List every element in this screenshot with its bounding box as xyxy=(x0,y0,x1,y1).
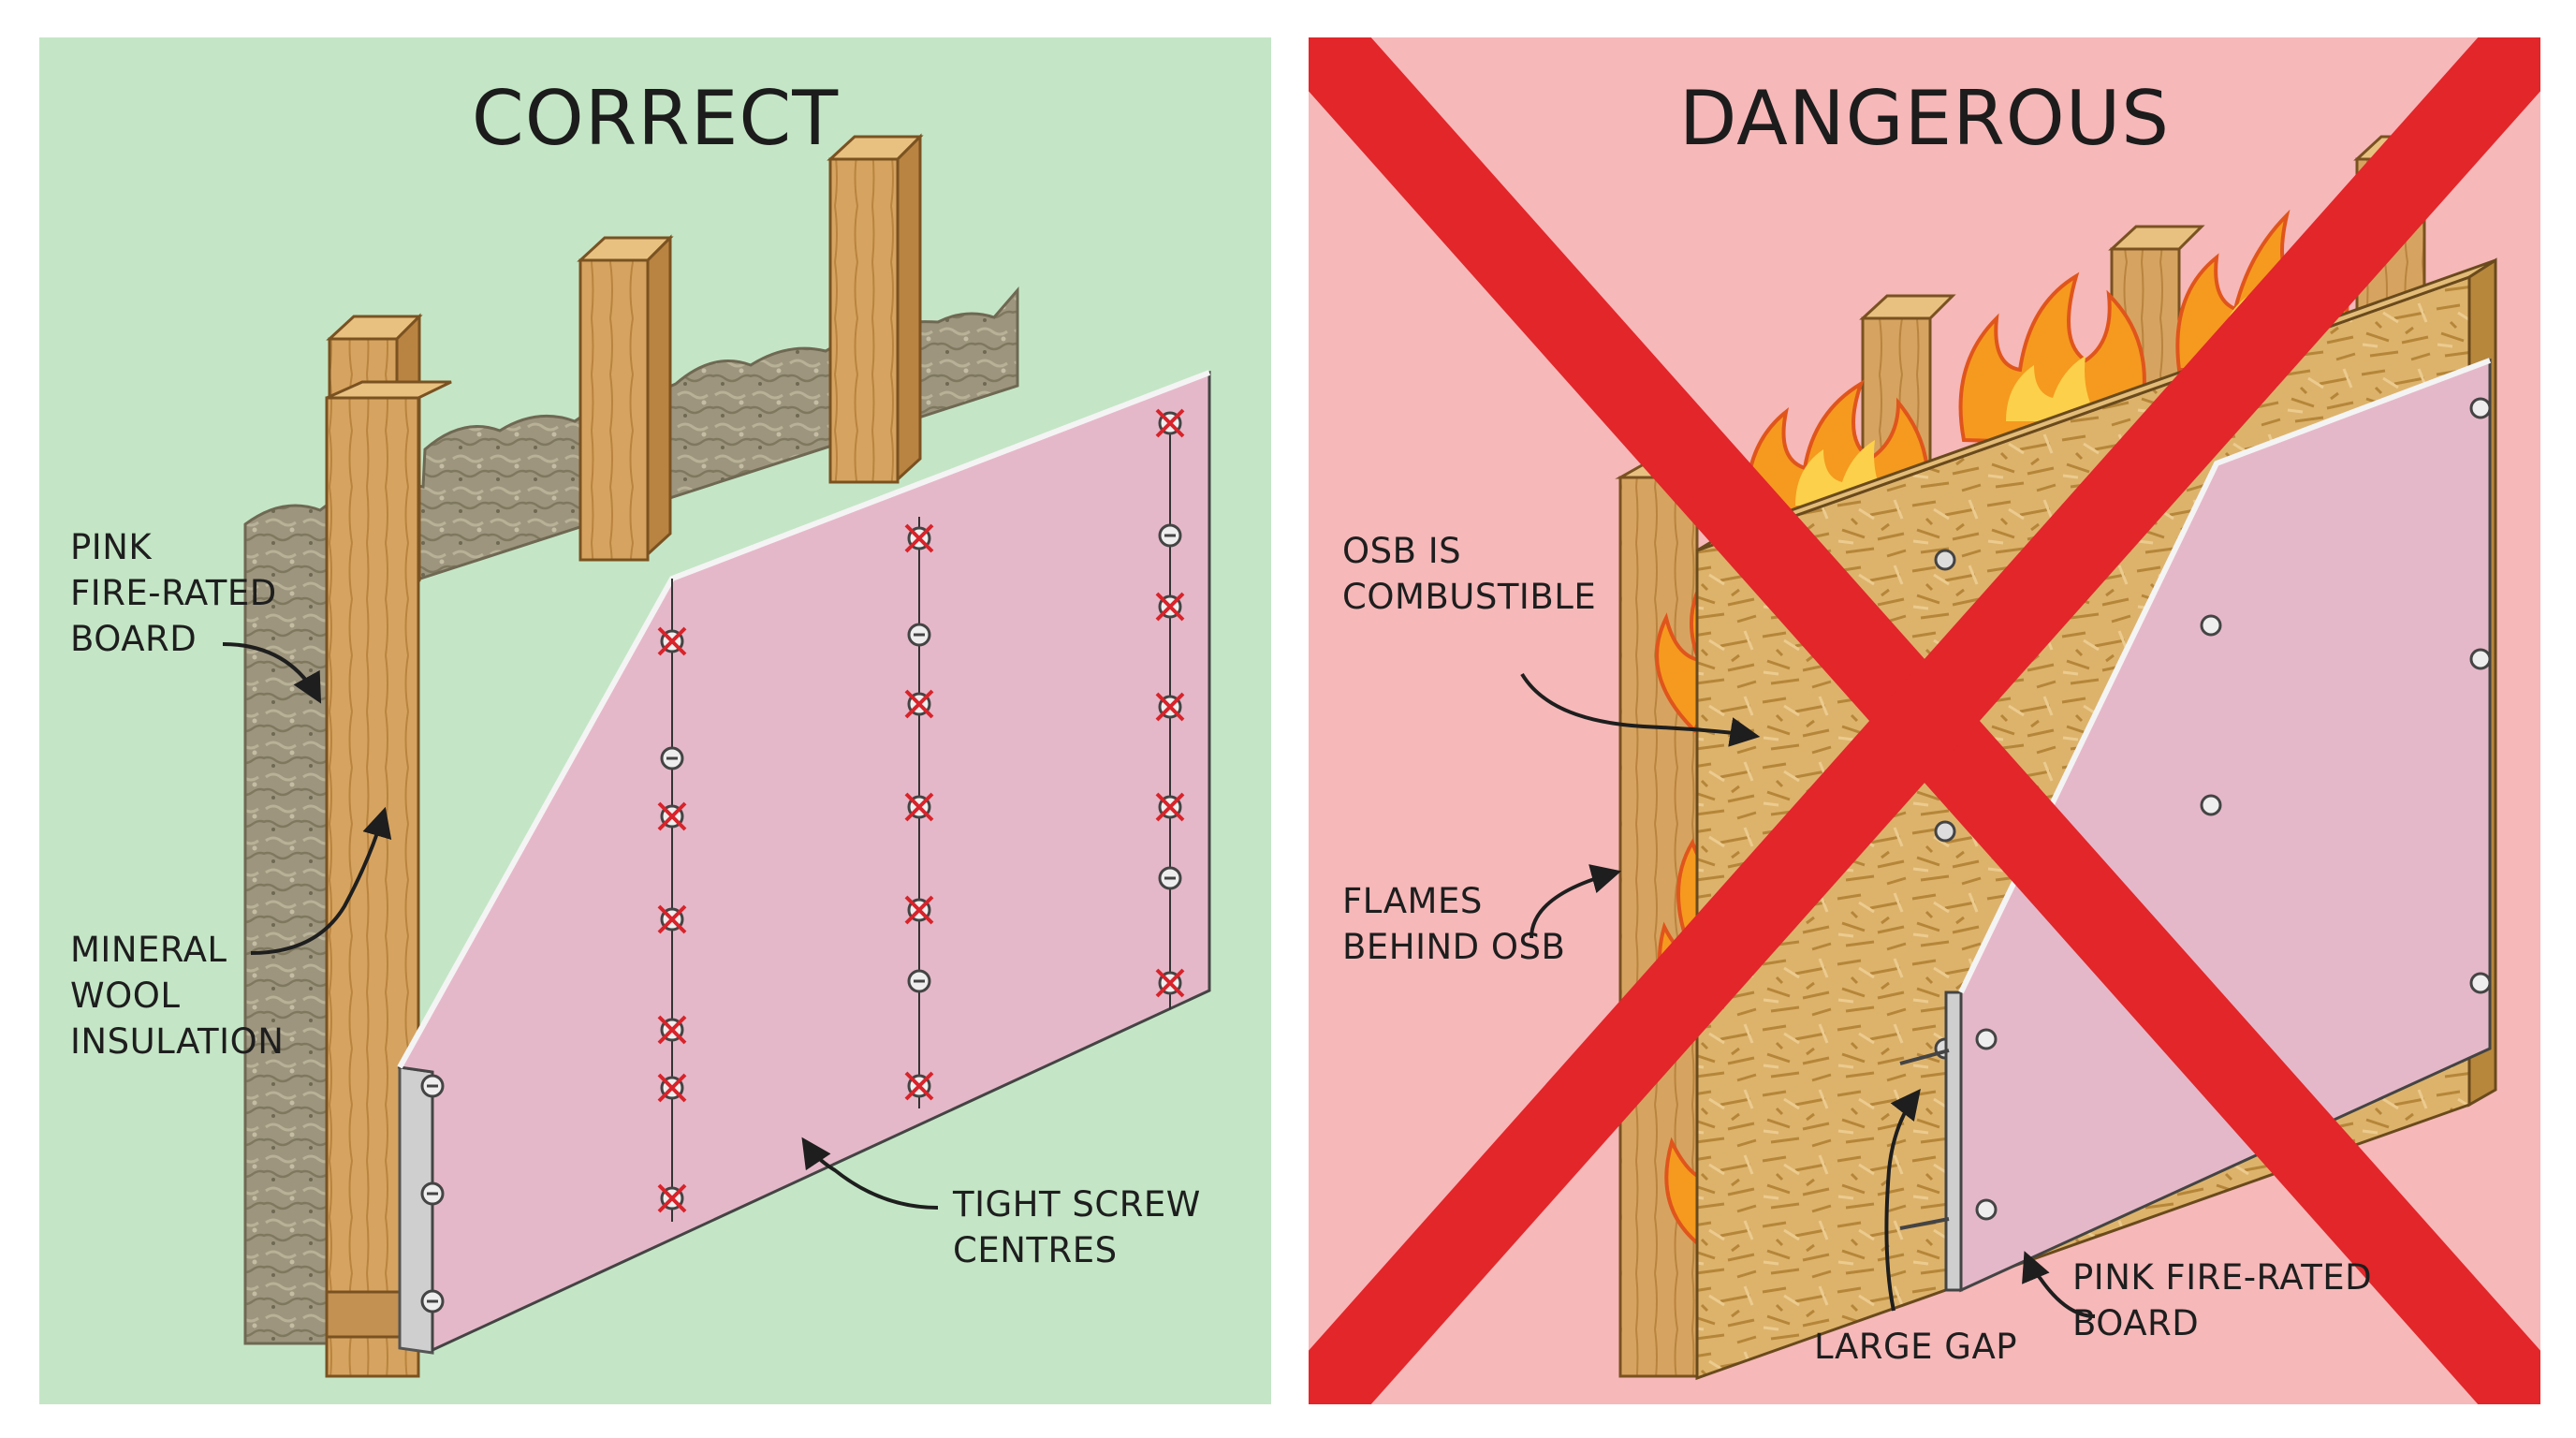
insulation-label: MINERAL WOOL INSULATION xyxy=(70,927,284,1064)
board-label: PINK FIRE-RATED BOARD xyxy=(70,524,277,662)
insulation-label-line-2: WOOL xyxy=(70,976,181,1016)
pink-board-label: PINK FIRE-RATED BOARD xyxy=(2072,1255,2372,1346)
board-label-line-1: PINK xyxy=(70,527,153,567)
screw-markers xyxy=(420,408,1185,1313)
pink-board-label-line-2: BOARD xyxy=(2072,1303,2200,1343)
leader-arrows xyxy=(222,642,939,1210)
stud-2 xyxy=(577,234,674,562)
insulation-label-line-1: MINERAL xyxy=(70,930,227,970)
insulation-label-line-3: INSULATION xyxy=(70,1021,285,1062)
timber-studs xyxy=(325,133,924,1378)
correct-title: CORRECT xyxy=(471,75,840,162)
screws-label-line-1: TIGHT SCREW xyxy=(953,1184,1201,1225)
gap-label: LARGE GAP xyxy=(1814,1324,2017,1370)
pink-board-arrow xyxy=(2022,1251,2096,1318)
insulation-arrow xyxy=(250,806,392,955)
screws-arrow xyxy=(801,1137,939,1210)
board-label-line-3: BOARD xyxy=(70,619,198,659)
screws-label-line-2: CENTRES xyxy=(953,1230,1118,1270)
dangerous-panel: DANGEROUS OSB IS COMBUSTIBLE FLAMES BEHI… xyxy=(1309,37,2540,1404)
dangerous-wall-illustration xyxy=(1309,37,2540,1404)
correct-wall-illustration xyxy=(222,133,1211,1378)
stud-3 xyxy=(827,133,924,484)
gap-label-line-1: LARGE GAP xyxy=(1814,1327,2018,1367)
dangerous-title: DANGEROUS xyxy=(1678,75,2171,162)
flames-label-line-2: BEHIND OSB xyxy=(1342,927,1566,967)
exposed-screws xyxy=(1899,1049,1950,1230)
screws-label: TIGHT SCREW CENTRES xyxy=(953,1181,1201,1273)
board-label-line-2: FIRE-RATED xyxy=(70,573,277,613)
pink-board-label-line-1: PINK FIRE-RATED xyxy=(2072,1257,2373,1298)
flames-label: FLAMES BEHIND OSB xyxy=(1342,878,1565,970)
pink-fire-rated-board xyxy=(397,370,1211,1355)
osb-label-line-1: OSB IS xyxy=(1342,531,1462,571)
osb-arrow xyxy=(1520,672,1761,747)
leader-arrows xyxy=(1520,672,2096,1318)
correct-panel: CORRECT PINK FIRE-RATED BOARD MINERAL WO… xyxy=(39,37,1271,1404)
gap-arrow xyxy=(1884,1088,1921,1312)
osb-label-line-2: COMBUSTIBLE xyxy=(1342,577,1597,617)
warning-cross xyxy=(1309,37,2540,1404)
flames-label-line-1: FLAMES xyxy=(1342,881,1483,921)
osb-label: OSB IS COMBUSTIBLE xyxy=(1342,528,1596,620)
flames-arrow xyxy=(1530,864,1622,939)
board-arrow xyxy=(222,642,322,704)
